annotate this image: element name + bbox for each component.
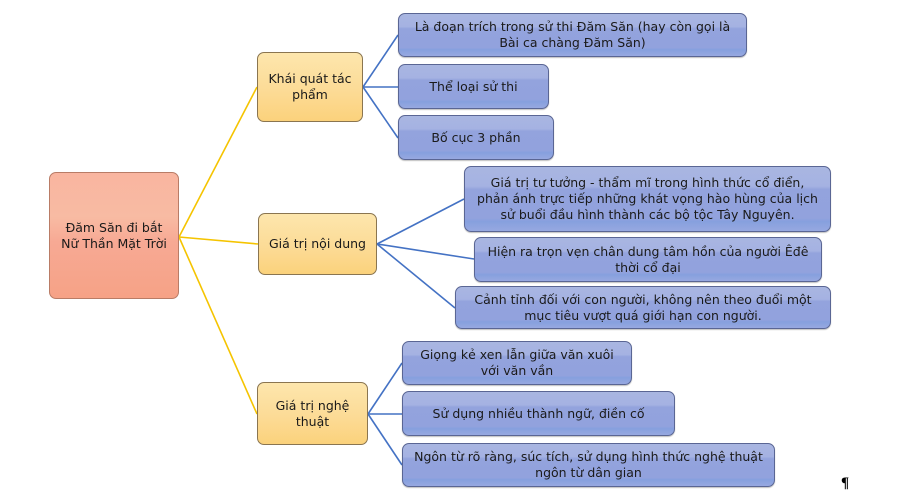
leaf-chan-dung[interactable]: Hiện ra trọn vẹn chân dung tâm hồn của n… — [474, 237, 822, 282]
leaf-label: Là đoạn trích trong sử thi Đăm Săn (hay … — [414, 19, 731, 50]
leaf-label: Thể loại sử thi — [429, 78, 518, 94]
connector-root-branch-1 — [178, 86, 258, 238]
leaf-label: Giọng kẻ xen lẫn giữa văn xuôi với văn v… — [420, 347, 614, 378]
leaf-giong-ke[interactable]: Giọng kẻ xen lẫn giữa văn xuôi với văn v… — [402, 341, 632, 385]
connector-root-branch-2 — [178, 236, 259, 245]
branch-label: Giá trị nội dung — [268, 236, 366, 251]
leaf-gia-tri-tu-tuong[interactable]: Giá trị tư tưởng - thẩm mĩ trong hình th… — [464, 166, 831, 232]
root-label: Đăm Săn đi bắt Nữ Thần Mặt Trời — [61, 219, 167, 251]
leaf-canh-tinh[interactable]: Cảnh tỉnh đối với con người, không nên t… — [455, 286, 831, 329]
paragraph-mark-icon: ¶ — [841, 475, 850, 491]
branch-khai-quat[interactable]: Khái quát tác phẩm — [257, 52, 363, 122]
leaf-doan-trich[interactable]: Là đoạn trích trong sử thi Đăm Săn (hay … — [398, 13, 747, 57]
leaf-label: Hiện ra trọn vẹn chân dung tâm hồn của n… — [487, 243, 809, 275]
connector-root-branch-3 — [178, 236, 258, 415]
leaf-the-loai[interactable]: Thể loại sử thi — [398, 64, 549, 109]
leaf-thanh-ngu[interactable]: Sử dụng nhiều thành ngữ, điền cố — [402, 391, 675, 436]
leaf-label: Cảnh tỉnh đối với con người, không nên t… — [474, 291, 812, 323]
branch-nghe-thuat[interactable]: Giá trị nghệ thuật — [257, 382, 368, 445]
leaf-ngon-tu[interactable]: Ngôn từ rõ ràng, súc tích, sử dụng hình … — [402, 443, 775, 487]
branch-label: Giá trị nghệ thuật — [275, 397, 350, 429]
branch-noi-dung[interactable]: Giá trị nội dung — [258, 213, 377, 275]
leaf-label: Giá trị tư tưởng - thẩm mĩ trong hình th… — [477, 175, 818, 222]
root-node[interactable]: Đăm Săn đi bắt Nữ Thần Mặt Trời — [49, 172, 179, 299]
leaf-label: Bố cục 3 phần — [431, 129, 521, 145]
leaf-label: Sử dụng nhiều thành ngữ, điền cố — [432, 405, 645, 421]
branch-label: Khái quát tác phẩm — [268, 71, 352, 102]
leaf-bo-cuc[interactable]: Bố cục 3 phần — [398, 115, 554, 160]
leaf-label: Ngôn từ rõ ràng, súc tích, sử dụng hình … — [414, 449, 763, 480]
